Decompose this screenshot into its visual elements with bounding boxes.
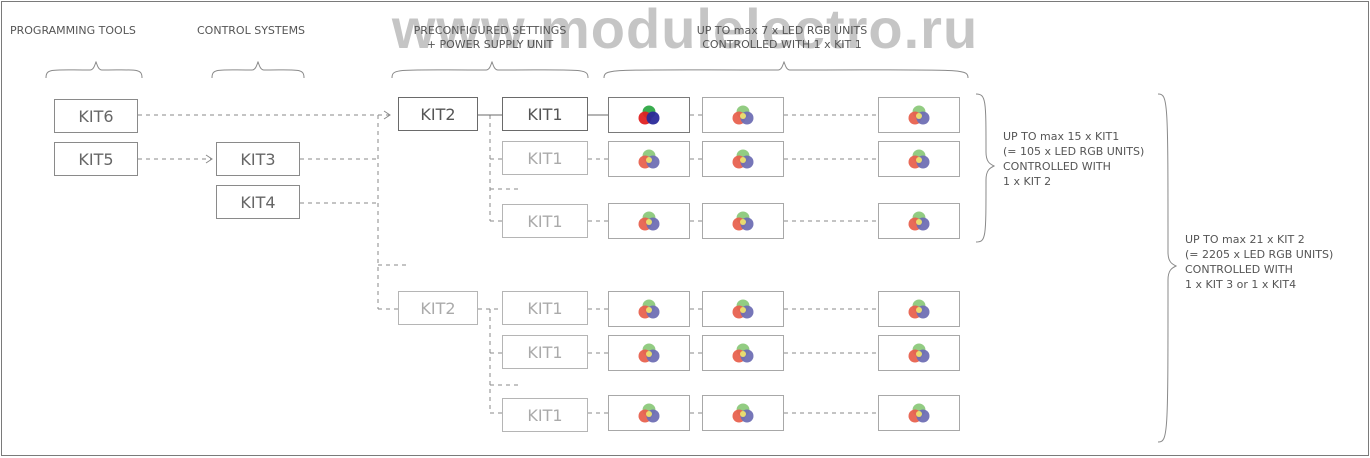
note-upto15: UP TO max 15 x KIT1 (= 105 x LED RGB UNI… bbox=[1003, 129, 1144, 189]
rgb-led-icon bbox=[732, 149, 754, 169]
note-upto21-line: CONTROLLED WITH bbox=[1185, 263, 1293, 276]
header-programming-tools: PROGRAMMING TOOLS bbox=[10, 24, 136, 37]
led-rgb-unit bbox=[608, 97, 690, 133]
kit6-box: KIT6 bbox=[54, 99, 138, 133]
brace-programming-tools bbox=[45, 60, 143, 79]
led-rgb-unit bbox=[702, 335, 784, 371]
rgb-led-icon bbox=[638, 299, 660, 319]
rgb-led-icon bbox=[732, 299, 754, 319]
watermark: www.modulelectro.ru bbox=[391, 1, 979, 60]
header-control-systems: CONTROL SYSTEMS bbox=[197, 24, 306, 37]
led-rgb-unit bbox=[878, 395, 960, 431]
kit1-box: KIT1 bbox=[502, 291, 588, 325]
rgb-led-icon bbox=[732, 211, 754, 231]
header-upto7-line1: UP TO max 7 x LED RGB UNITS bbox=[696, 24, 868, 37]
rgb-led-icon bbox=[908, 343, 930, 363]
note-upto15-line: CONTROLLED WITH bbox=[1003, 160, 1111, 173]
led-rgb-unit bbox=[878, 291, 960, 327]
rgb-led-icon bbox=[638, 149, 660, 169]
kit1-box: KIT1 bbox=[502, 335, 588, 369]
brace-preconfigured bbox=[391, 60, 589, 79]
rgb-led-icon bbox=[638, 343, 660, 363]
rgb-led-icon bbox=[638, 211, 660, 231]
led-rgb-unit bbox=[878, 203, 960, 239]
brace-upto7 bbox=[603, 60, 969, 79]
rgb-led-icon bbox=[908, 211, 930, 231]
note-upto15-line: (= 105 x LED RGB UNITS) bbox=[1003, 145, 1145, 158]
kit4-box: KIT4 bbox=[216, 185, 300, 219]
note-upto21: UP TO max 21 x KIT 2 (= 2205 x LED RGB U… bbox=[1185, 232, 1333, 292]
kit5-box: KIT5 bbox=[54, 142, 138, 176]
led-rgb-unit bbox=[878, 141, 960, 177]
note-upto21-line: UP TO max 21 x KIT 2 bbox=[1185, 233, 1305, 246]
header-preconfigured-line2: + POWER SUPPLY UNIT bbox=[426, 38, 554, 51]
led-rgb-unit bbox=[608, 203, 690, 239]
led-rgb-unit bbox=[608, 395, 690, 431]
brace-upto15 bbox=[975, 93, 996, 243]
kit1-box: KIT1 bbox=[502, 398, 588, 432]
rgb-led-icon bbox=[908, 299, 930, 319]
header-preconfigured-line1: PRECONFIGURED SETTINGS bbox=[413, 24, 567, 37]
note-upto21-line: 1 x KIT 3 or 1 x KIT4 bbox=[1185, 278, 1297, 291]
kit3-box: KIT3 bbox=[216, 142, 300, 176]
rgb-led-icon bbox=[908, 105, 930, 125]
led-rgb-unit bbox=[878, 335, 960, 371]
note-upto15-line: UP TO max 15 x KIT1 bbox=[1003, 130, 1120, 143]
led-rgb-unit bbox=[702, 291, 784, 327]
rgb-led-icon bbox=[638, 403, 660, 423]
led-rgb-unit bbox=[702, 97, 784, 133]
brace-control-systems bbox=[211, 60, 305, 79]
kit1-box: KIT1 bbox=[502, 97, 588, 131]
rgb-led-icon bbox=[732, 403, 754, 423]
led-rgb-unit bbox=[702, 203, 784, 239]
kit2-box-secondary: KIT2 bbox=[398, 291, 478, 325]
brace-upto21 bbox=[1157, 93, 1178, 443]
rgb-led-icon bbox=[908, 149, 930, 169]
rgb-led-icon bbox=[732, 343, 754, 363]
kit1-box: KIT1 bbox=[502, 204, 588, 238]
led-rgb-unit bbox=[702, 395, 784, 431]
note-upto15-line: 1 x KIT 2 bbox=[1003, 175, 1052, 188]
led-rgb-unit bbox=[608, 141, 690, 177]
led-rgb-unit bbox=[702, 141, 784, 177]
rgb-led-icon bbox=[638, 105, 660, 125]
header-upto7-line2: CONTROLLED WITH 1 x KIT 1 bbox=[702, 38, 862, 51]
note-upto21-line: (= 2205 x LED RGB UNITS) bbox=[1185, 248, 1334, 261]
led-rgb-unit bbox=[608, 291, 690, 327]
led-rgb-unit bbox=[608, 335, 690, 371]
rgb-led-icon bbox=[908, 403, 930, 423]
kit1-box: KIT1 bbox=[502, 141, 588, 175]
kit2-box-primary: KIT2 bbox=[398, 97, 478, 131]
led-rgb-unit bbox=[878, 97, 960, 133]
rgb-led-icon bbox=[732, 105, 754, 125]
